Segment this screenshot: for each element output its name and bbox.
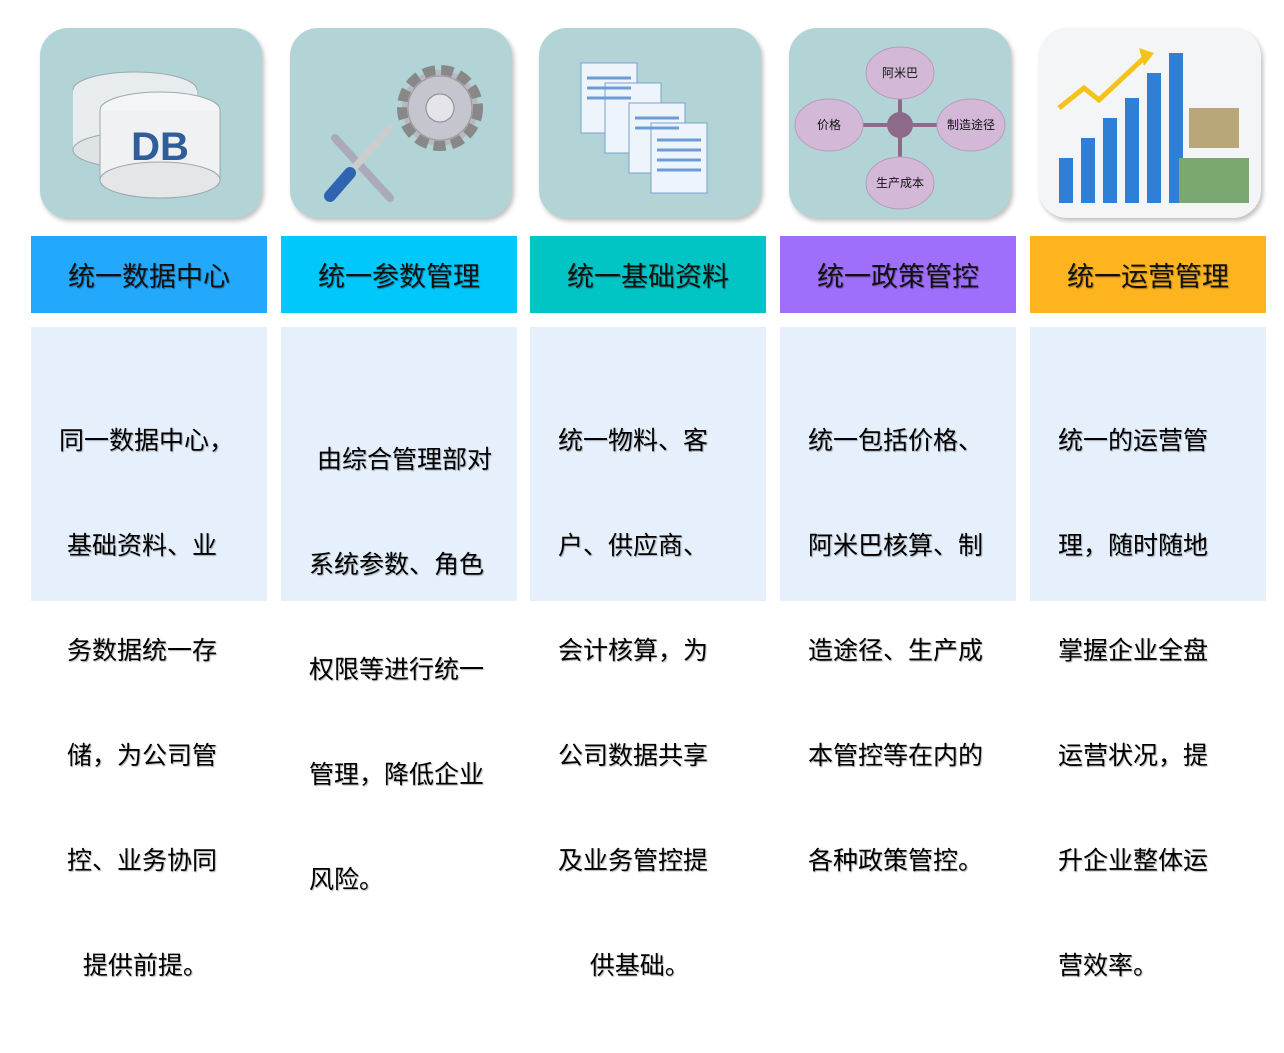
description-policy: 统一包括价格、 阿米巴核算、制 造途径、生产成 本管控等在内的 各种政策管控。 [780,327,1016,875]
column-parameters: 统一参数管理 由综合管理部对 系统参数、角色 权限等进行统一 管理，降低企业 风… [281,0,517,894]
text-line: 公司数据共享 [558,741,709,770]
text-line: 本管控等在内的 [808,741,984,770]
description-parameters: 由综合管理部对 系统参数、角色 权限等进行统一 管理，降低企业 风险。 [281,327,517,894]
documents-icon [539,28,761,218]
column-policy: 阿米巴 价格 制造途径 生产成本 统一政策管控 统一包括价格、 阿米巴核算、制 … [780,0,1016,875]
text-line: 升企业整体运 [1058,846,1209,875]
column-operations: 统一运营管理 统一的运营管 理，随时随地 掌握企业全盘 运营状况，提 升企业整体… [1030,0,1266,980]
text-line: 统一包括价格、 [808,426,984,455]
text-line: 阿米巴核算、制 [808,531,984,560]
text-line: 同一数据中心， [59,426,235,455]
text-line: 供基础。 [558,951,690,980]
column-data-center: DB 统一数据中心 同一数据中心， 基础资料、业 务数据统一存 储，为公司管 控… [31,0,267,980]
text-line: 掌握企业全盘 [1058,636,1209,665]
text-line: 务数据统一存 [59,636,217,665]
text-line: 管理，降低企业 [309,760,485,789]
svg-text:生产成本: 生产成本 [876,176,924,190]
description-data-center: 同一数据中心， 基础资料、业 务数据统一存 储，为公司管 控、业务协同 提供前提… [31,327,267,980]
text-line: 风险。 [309,865,385,894]
text-line: 提供前提。 [59,951,208,980]
svg-text:DB: DB [131,125,189,169]
growth-chart-icon [1039,28,1261,218]
text-line: 理，随时随地 [1058,531,1209,560]
text-line: 权限等进行统一 [309,655,485,684]
text-line: 统一的运营管 [1058,426,1209,455]
text-line: 系统参数、角色 [309,550,485,579]
text-line: 储，为公司管 [59,741,217,770]
svg-text:价格: 价格 [817,117,841,132]
description-operations: 统一的运营管 理，随时随地 掌握企业全盘 运营状况，提 升企业整体运 营效率。 [1030,327,1266,980]
text-line: 统一物料、客 [558,426,709,455]
text-line: 由综合管理部对 [309,445,492,474]
header-basic-data: 统一基础资料 [530,236,766,313]
text-line: 及业务管控提 [558,846,709,875]
text-line: 控、业务协同 [59,846,217,875]
text-line: 会计核算，为 [558,636,709,665]
column-basic-data: 统一基础资料 统一物料、客 户、供应商、 会计核算，为 公司数据共享 及业务管控… [530,0,766,980]
text-line: 运营状况，提 [1058,741,1209,770]
svg-text:阿米巴: 阿米巴 [882,66,918,80]
header-policy: 统一政策管控 [780,236,1016,313]
description-basic-data: 统一物料、客 户、供应商、 会计核算，为 公司数据共享 及业务管控提 供基础。 [530,327,766,980]
svg-text:制造途径: 制造途径 [947,117,995,132]
header-operations: 统一运营管理 [1030,236,1266,313]
policy-diagram-icon: 阿米巴 价格 制造途径 生产成本 [789,28,1011,218]
tools-gear-icon [290,28,512,218]
database-icon: DB [40,28,262,218]
header-parameters: 统一参数管理 [281,236,517,313]
text-line: 各种政策管控。 [808,846,984,875]
text-line: 造途径、生产成 [808,636,984,665]
text-line: 营效率。 [1058,951,1159,980]
header-data-center: 统一数据中心 [31,236,267,313]
text-line: 基础资料、业 [59,531,217,560]
text-line: 户、供应商、 [558,531,709,560]
